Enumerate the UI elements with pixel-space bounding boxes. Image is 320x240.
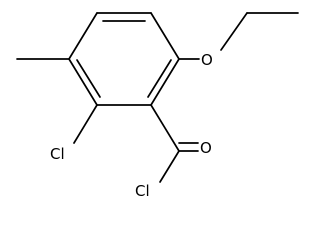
ring-bond-bottom-right bbox=[150, 58, 180, 106]
ring-bond-top-right bbox=[150, 12, 180, 60]
atom-label-oxygen-ether: O bbox=[201, 51, 213, 69]
ring-bond-top-left bbox=[68, 12, 98, 60]
molecule-drawing: O O Cl Cl bbox=[16, 12, 299, 200]
atom-label-chlorine-ring: Cl bbox=[50, 145, 65, 163]
ring-bond-bottom-left bbox=[68, 58, 98, 106]
ring-double-left bbox=[76, 59, 101, 98]
bond-carbonyl-to-chlorine bbox=[159, 150, 180, 183]
structure-canvas: O O Cl Cl bbox=[16, 12, 299, 200]
atom-label-oxygen-carbonyl: O bbox=[200, 139, 212, 157]
atom-label-chlorine-acyl: Cl bbox=[135, 182, 150, 200]
bond-ring-to-chlorine bbox=[73, 104, 98, 144]
bond-oxygen-to-ch2 bbox=[220, 12, 248, 51]
bond-ring-to-carbonyl bbox=[150, 104, 180, 152]
ring-double-bottom-right bbox=[147, 59, 172, 98]
